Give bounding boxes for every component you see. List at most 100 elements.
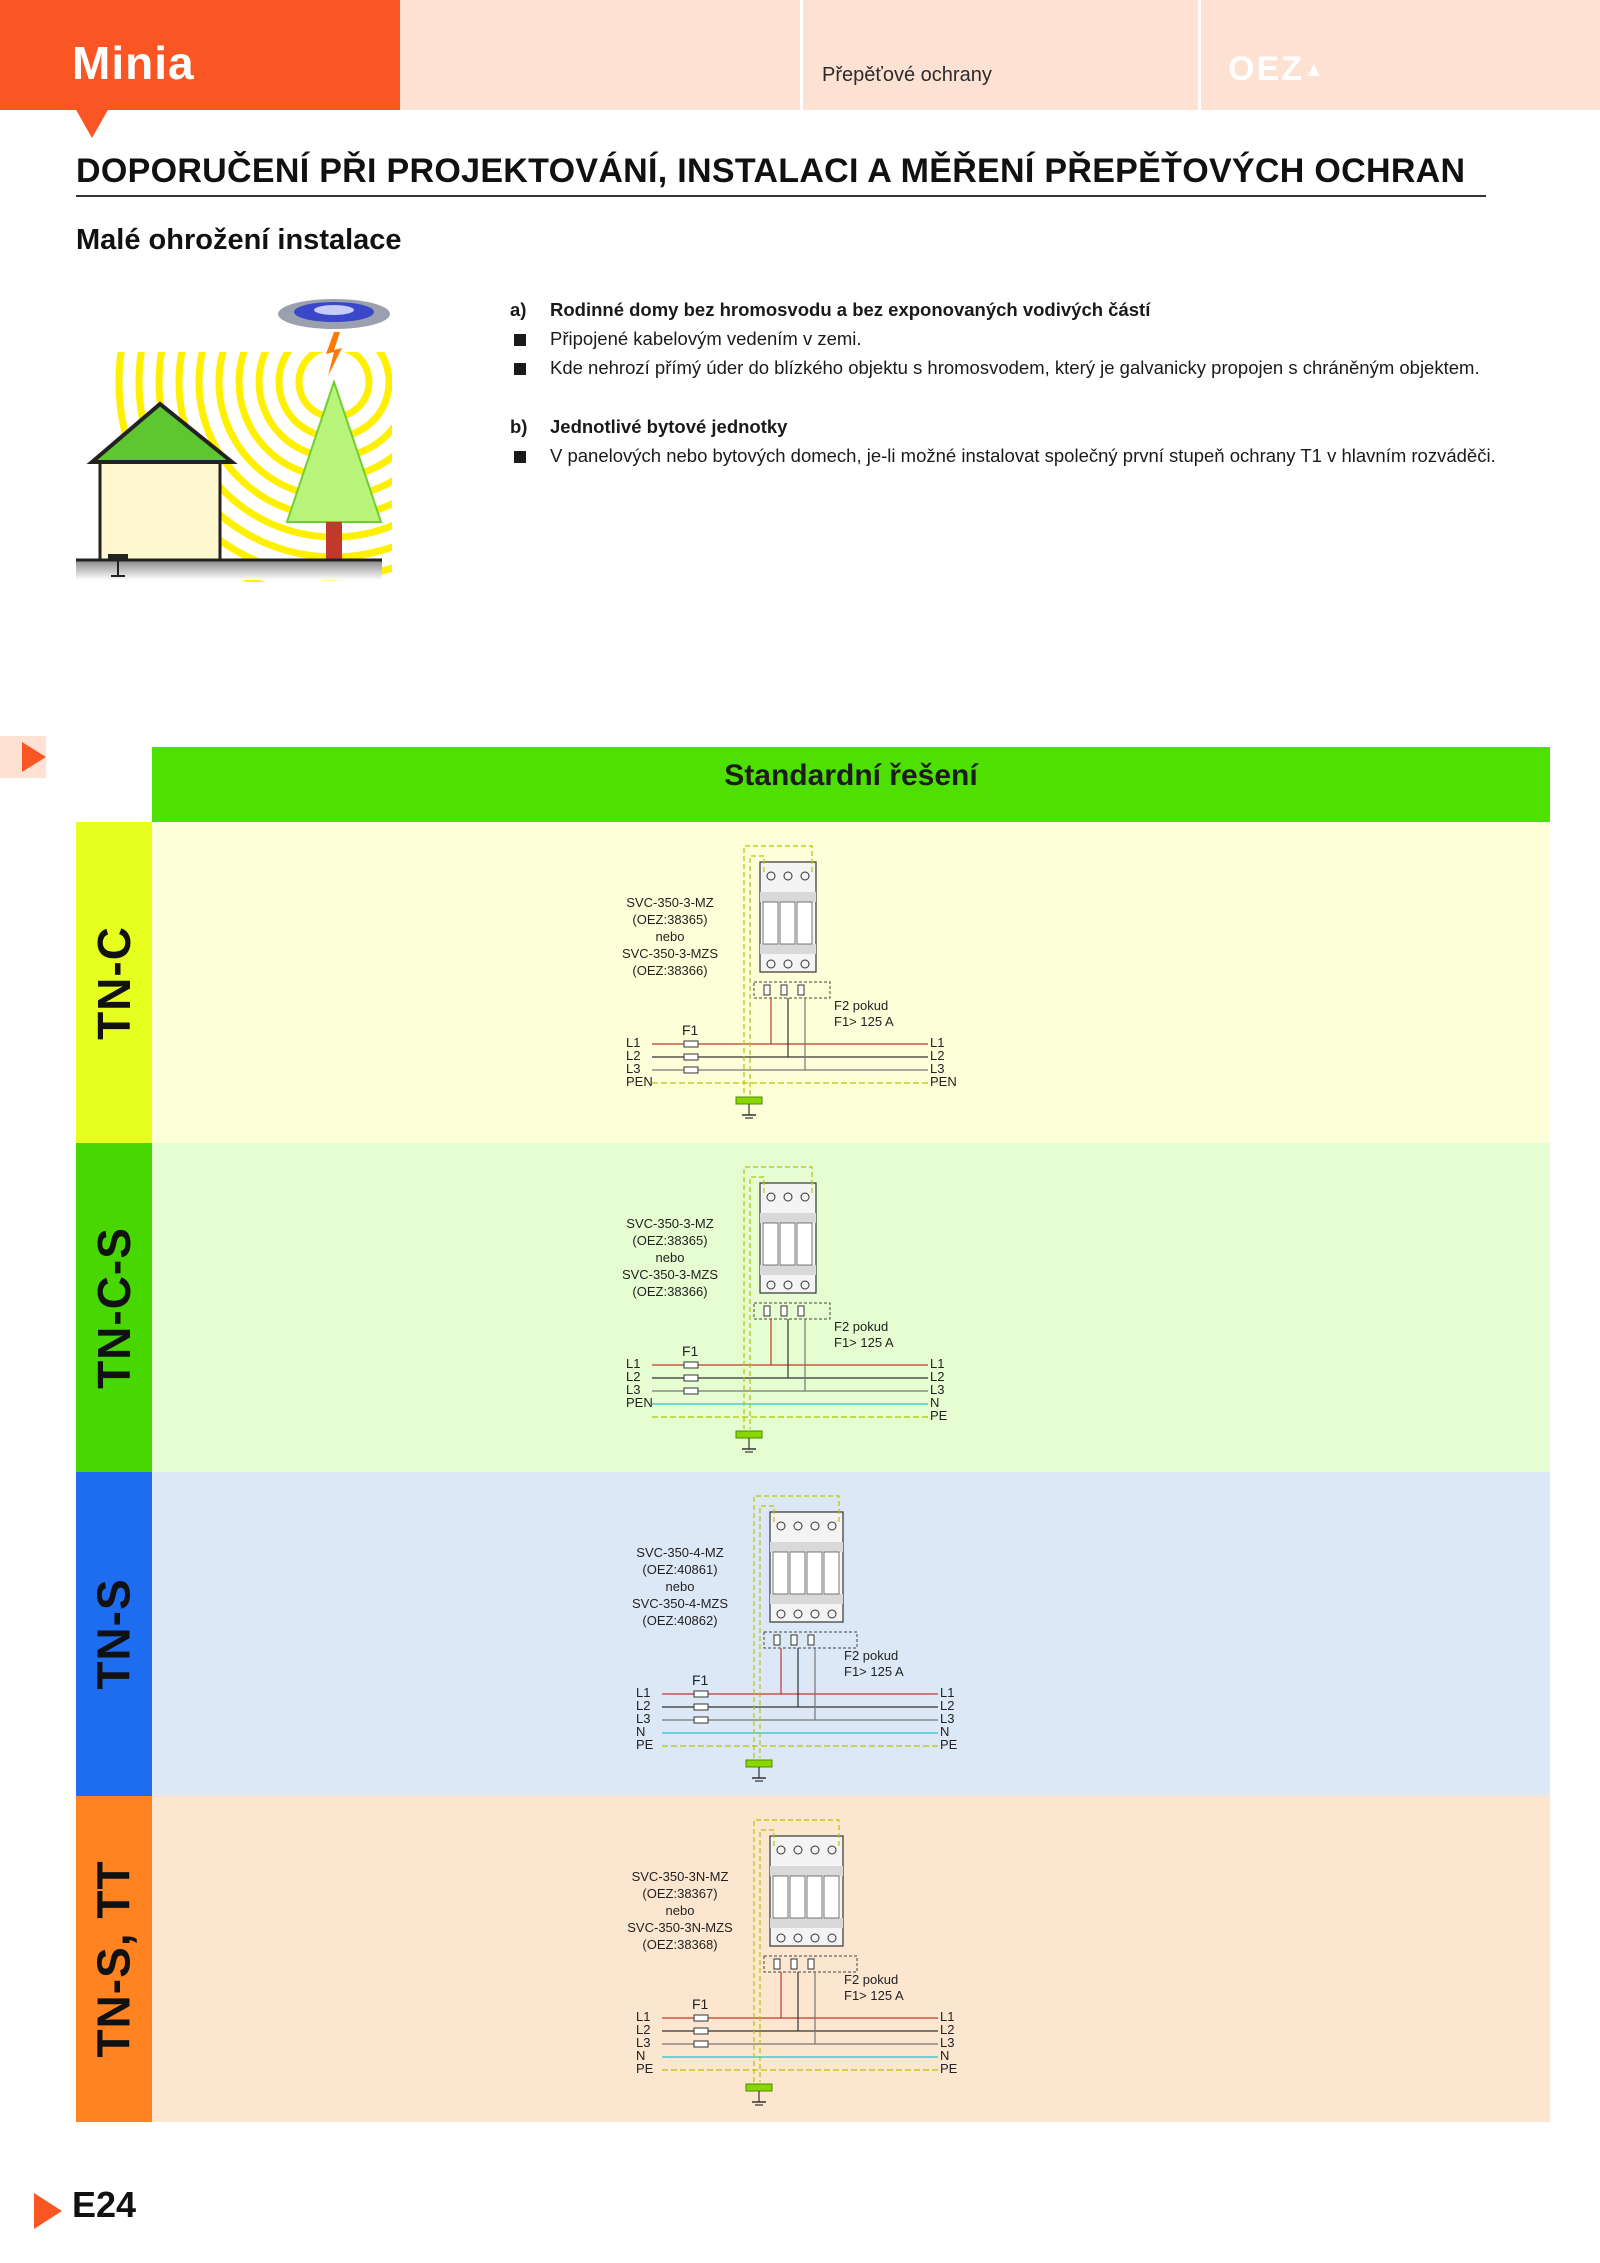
terminal-screw-icon <box>810 1933 820 1943</box>
spd-module <box>796 901 813 945</box>
side-arrow-icon <box>22 742 46 772</box>
bullet-square <box>514 334 526 346</box>
earth-bar <box>735 1096 763 1105</box>
spd-module <box>772 1875 789 1919</box>
house-lightning-illustration <box>76 299 392 582</box>
spd-module <box>779 1222 796 1266</box>
f2-note-line: F1> 125 A <box>844 1988 904 2003</box>
wiring-diagram <box>652 1166 928 1453</box>
bullet-square <box>514 363 526 375</box>
device-caption-line: SVC-350-3-MZ <box>626 1216 714 1231</box>
conductor-label-right: L2 <box>930 1048 945 1063</box>
f2-note-line: F1> 125 A <box>834 1014 894 1029</box>
device-caption-line: (OEZ:38365) <box>632 912 708 927</box>
fuse-symbol <box>683 1374 699 1382</box>
conductor-label-right: N <box>940 1724 950 1739</box>
f2-fuse-box <box>763 1955 858 1973</box>
terminal-screw-icon <box>776 1933 786 1943</box>
fuse-label: F1 <box>692 1672 709 1688</box>
terminal-screw-icon <box>776 1521 786 1531</box>
device-caption-line: SVC-350-3N-MZ <box>631 1869 729 1884</box>
terminal-screw-icon <box>793 1933 803 1943</box>
conductor-label-left: L3 <box>626 1061 641 1076</box>
terminal-screw-icon <box>783 1192 793 1202</box>
conductor-label-left: N <box>636 2048 646 2063</box>
spd-module <box>796 1222 813 1266</box>
f2-fuse-symbol <box>790 1958 798 1970</box>
conductor-label-right: L3 <box>930 1061 945 1076</box>
fuse-symbol <box>683 1040 699 1048</box>
fuse-symbol <box>693 2040 709 2048</box>
spd-rail <box>760 1265 816 1275</box>
wiring-diagram <box>652 845 928 1119</box>
brand-notch <box>75 108 109 138</box>
f2-note-line: F2 pokud <box>834 998 889 1013</box>
brand-name: Minia <box>72 37 195 89</box>
f2-fuse-symbol <box>763 984 771 996</box>
section-a-heading: Rodinné domy bez hromosvodu a bez expono… <box>550 299 1151 320</box>
table-header-title: Standardní řešení <box>724 759 978 792</box>
terminal-screw-icon <box>793 1845 803 1855</box>
f2-fuse-symbol <box>773 1634 781 1646</box>
header-divider <box>1198 0 1201 110</box>
fuse-symbol <box>683 1053 699 1061</box>
spd-module <box>823 1551 840 1595</box>
spd-rail <box>770 1866 843 1876</box>
fuse-symbol <box>693 2027 709 2035</box>
terminal-screw-icon <box>810 1609 820 1619</box>
conductor-label-right: PE <box>930 1408 948 1423</box>
conductor-label-left: PE <box>636 1737 654 1752</box>
terminal-screw-icon <box>766 1280 776 1290</box>
bullet-square <box>514 451 526 463</box>
f2-fuse-symbol <box>807 1634 815 1646</box>
earth-bar <box>745 2083 773 2092</box>
device-caption-line: SVC-350-3-MZS <box>621 1267 719 1282</box>
device-caption-line: SVC-350-3-MZS <box>621 946 719 961</box>
pe-connection <box>753 1819 840 2082</box>
earth-bar <box>745 1759 773 1768</box>
fuse-symbol <box>683 1066 699 1074</box>
conductor-label-left: L1 <box>636 2009 651 2024</box>
spd-module <box>762 1222 779 1266</box>
row-label-text: TN-C <box>88 925 141 1040</box>
spd-module <box>806 1875 823 1919</box>
device-caption-line: SVC-350-4-MZS <box>631 1596 729 1611</box>
conductor-label-right: N <box>940 2048 950 2063</box>
spd-module <box>806 1551 823 1595</box>
spd-rail <box>770 1594 843 1604</box>
device-caption-line: nebo <box>655 929 685 944</box>
spd-module <box>762 901 779 945</box>
earth-bar <box>735 1430 763 1439</box>
f2-fuse-box <box>753 1302 831 1320</box>
device-caption-line: (OEZ:40861) <box>642 1562 718 1577</box>
terminal-screw-icon <box>800 959 810 969</box>
spd-module <box>779 901 796 945</box>
f2-note-line: F2 pokud <box>834 1319 889 1334</box>
terminal-screw-icon <box>800 1280 810 1290</box>
conductor-label-right: L3 <box>930 1382 945 1397</box>
fuse-symbol <box>683 1361 699 1369</box>
spd-rail <box>760 944 816 954</box>
f2-fuse-symbol <box>773 1958 781 1970</box>
terminal-screw-icon <box>800 1192 810 1202</box>
device-caption-line: (OEZ:38368) <box>642 1937 718 1952</box>
terminal-screw-icon <box>810 1845 820 1855</box>
table-header <box>152 747 1550 822</box>
conductor-label-right: L1 <box>930 1035 945 1050</box>
device-caption-line: SVC-350-4-MZ <box>636 1545 724 1560</box>
terminal-screw-icon <box>766 959 776 969</box>
fuse-label: F1 <box>692 1996 709 2012</box>
oez-logo: OEZ▲ <box>1228 50 1326 88</box>
f2-fuse-symbol <box>780 984 788 996</box>
row-label: TN-S <box>76 1472 152 1796</box>
row-body <box>152 1796 1550 2122</box>
conductor-label-right: L1 <box>930 1356 945 1371</box>
conductor-label-right: L1 <box>940 2009 955 2024</box>
terminal-screw-icon <box>766 871 776 881</box>
row-label: TN-S, TT <box>76 1796 152 2122</box>
device-caption-line: (OEZ:38366) <box>632 963 708 978</box>
